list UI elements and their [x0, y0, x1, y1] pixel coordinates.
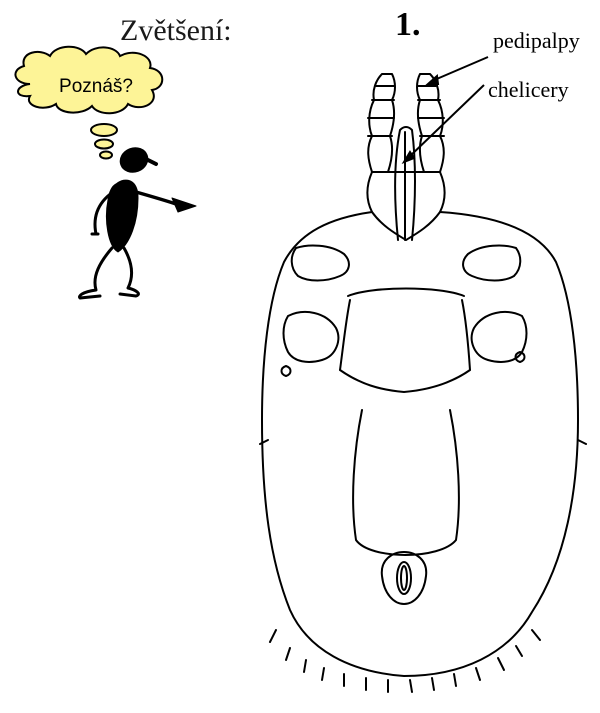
thought-bubble-text: Poznáš?: [26, 76, 166, 98]
zoom-label: Zvětšení:: [120, 14, 232, 48]
callout-pedipalps: pedipalpy: [493, 28, 580, 54]
thought-bubble-icon: [15, 47, 162, 159]
mite-ventral-view-drawing: [260, 74, 586, 692]
pointing-stick-figure-icon: [80, 144, 196, 298]
callout-chelicerae: chelicery: [488, 77, 569, 103]
callout-arrows: [404, 57, 488, 162]
specimen-number: 1.: [395, 6, 421, 44]
